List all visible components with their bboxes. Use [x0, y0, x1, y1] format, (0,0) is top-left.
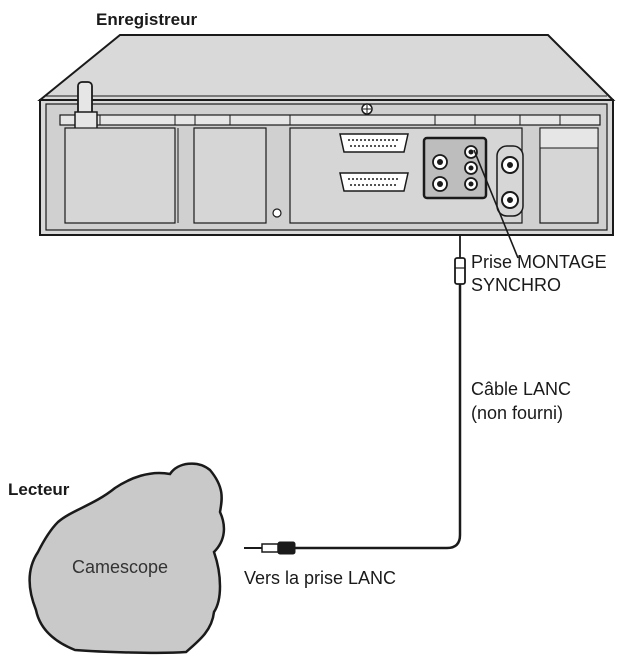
vcr-top-cover	[37, 34, 616, 101]
screw-icon	[272, 208, 282, 218]
lanc-cable	[244, 236, 466, 555]
player-title: Lecteur	[8, 480, 70, 499]
vcr-recorder	[37, 34, 616, 236]
callout-line	[473, 149, 519, 259]
camcorder-label: Camescope	[72, 557, 169, 577]
scart-connector	[339, 172, 409, 192]
jack-label-line2: SYNCHRO	[471, 275, 562, 295]
mini-plug-icon	[277, 541, 296, 555]
recorder-title: Enregistreur	[96, 10, 198, 29]
cable-label-line1: Câble LANC	[471, 379, 572, 399]
lanc-jack-label: Vers la prise LANC	[244, 568, 397, 588]
jack-label-line1: Prise MONTAGE	[471, 252, 607, 272]
mini-plug-icon	[454, 257, 466, 285]
camcorder-silhouette	[28, 462, 226, 655]
cable-label-line2: (non fourni)	[471, 403, 564, 423]
scart-connector	[339, 133, 409, 153]
